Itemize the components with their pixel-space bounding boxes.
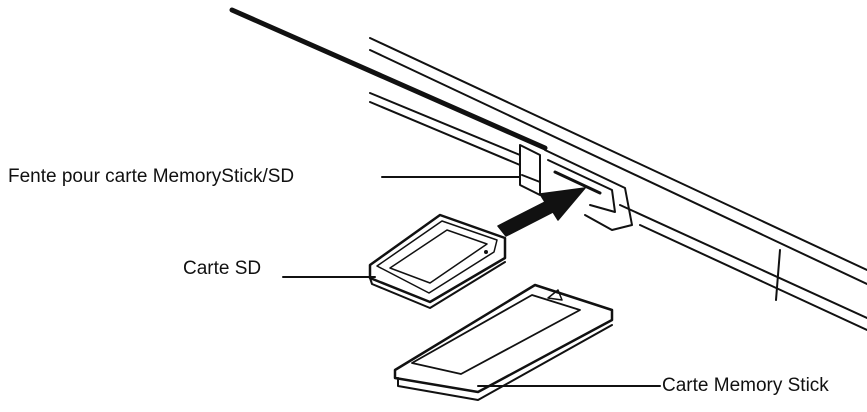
- laptop-top-edge: [229, 7, 548, 151]
- label-card-slot: Fente pour carte MemoryStick/SD: [8, 166, 295, 187]
- sd-card-illustration: [368, 213, 507, 309]
- memory-stick-illustration: [393, 283, 614, 401]
- label-sd-card: Carte SD: [183, 258, 262, 279]
- label-memory-stick: Carte Memory Stick: [662, 375, 829, 396]
- laptop-side-panel: [369, 37, 867, 331]
- card-slot: [519, 144, 633, 231]
- insert-arrow-icon: [497, 187, 586, 237]
